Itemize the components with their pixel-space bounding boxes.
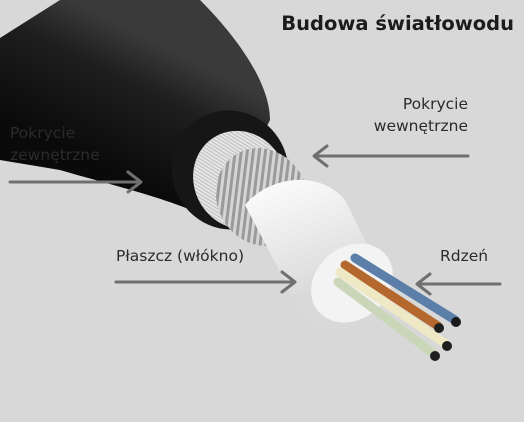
label-cladding: Płaszcz (włókno) [116,247,244,265]
arrow-core [415,272,502,296]
label-inner-sheath: Pokrycie wewnętrzne [374,93,468,137]
diagram-title: Budowa światłowodu [281,12,514,35]
arrows [8,144,502,296]
label-outer-sheath: Pokrycie zewnętrzne [10,122,100,166]
label-outer-sheath-line2: zewnętrzne [10,146,100,164]
label-inner-sheath-line2: wewnętrzne [373,117,468,135]
arrow-cladding [114,270,297,294]
label-core: Rdzeń [440,247,489,265]
fiber-bundle [333,253,461,361]
arrow-inner-sheath [312,144,470,168]
label-outer-sheath-line1: Pokrycie [10,124,76,142]
arrow-outer-sheath [8,170,143,194]
label-inner-sheath-line1: Pokrycie [402,95,468,113]
